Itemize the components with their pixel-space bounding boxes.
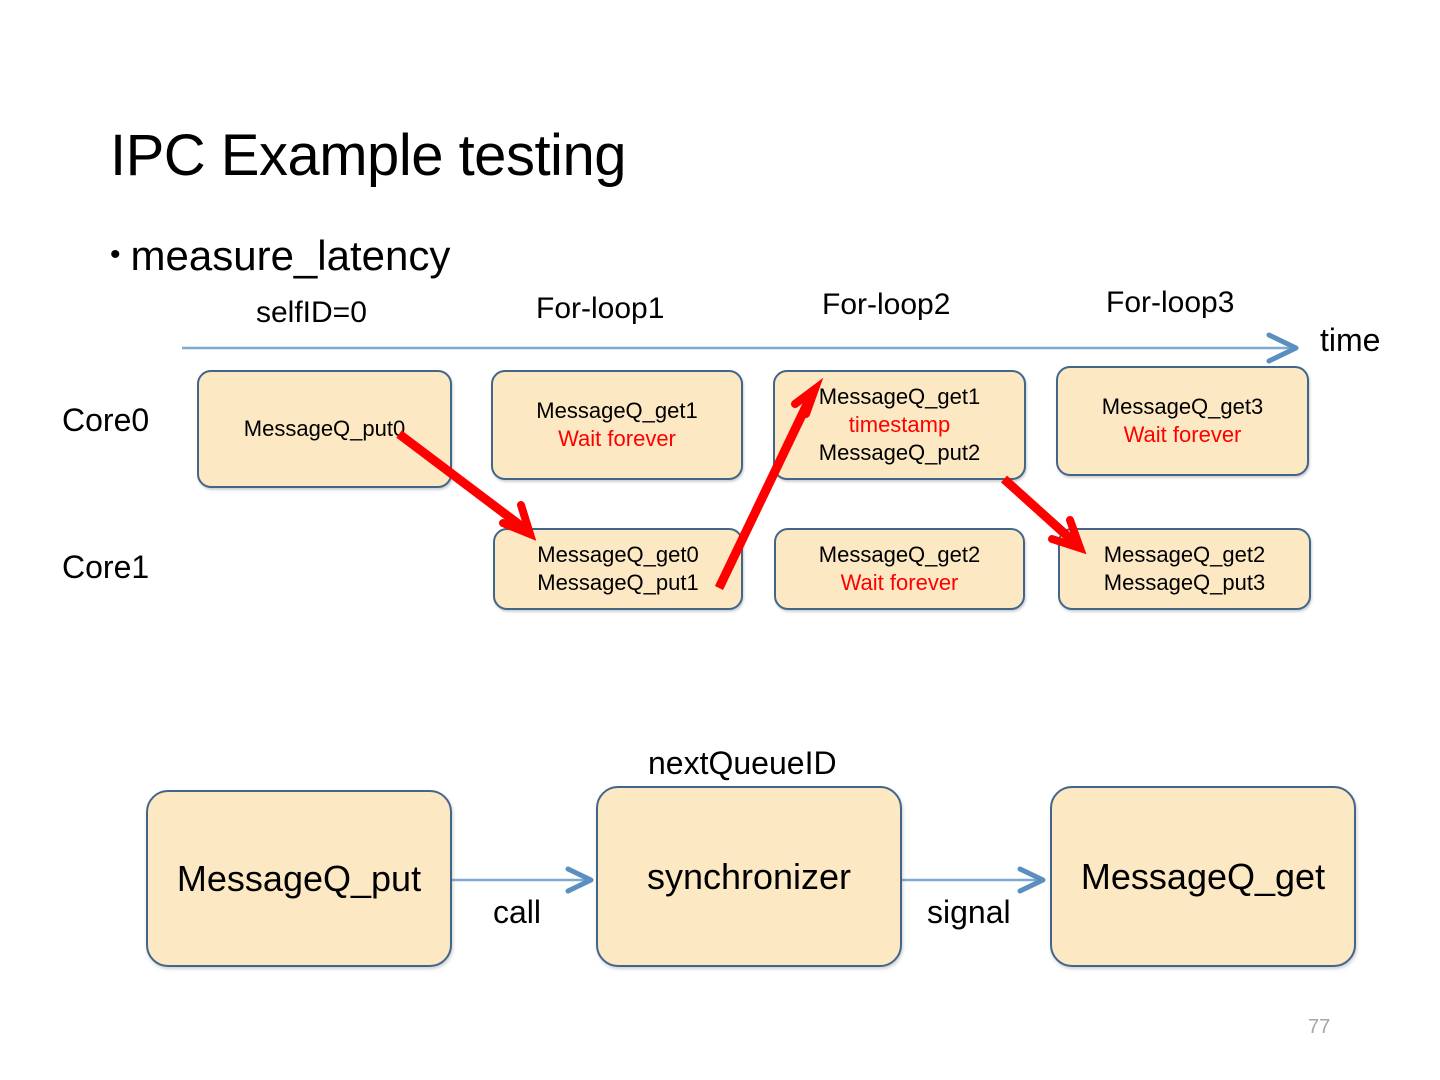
bullet-item: • measure_latency — [110, 232, 450, 280]
phase-label-forloop1: For-loop1 — [536, 292, 665, 325]
row-label-core0: Core0 — [62, 402, 150, 438]
flow-node-messageq-put: MessageQ_put — [146, 790, 452, 967]
timeline-box-line: MessageQ_get0 — [537, 541, 699, 567]
timeline-box-line: MessageQ_get2 — [1103, 541, 1266, 567]
bullet-item-label: measure_latency — [130, 232, 451, 279]
time-axis-label: time — [1320, 322, 1381, 358]
flow-edge-signal — [902, 866, 1046, 894]
page-number: 77 — [1308, 1016, 1331, 1038]
timeline-box-line: MessageQ_put1 — [537, 570, 699, 595]
flow-node-label: MessageQ_get — [1080, 855, 1326, 897]
flow-node-messageq-get: MessageQ_get — [1050, 786, 1356, 967]
timeline-box-line: Wait forever — [840, 570, 959, 595]
phase-label-forloop3: For-loop3 — [1106, 286, 1235, 319]
phase-label-forloop2: For-loop2 — [822, 288, 951, 321]
timeline-box-line: MessageQ_put3 — [1103, 570, 1266, 595]
row-label-core1: Core1 — [62, 549, 150, 585]
flow-caption-nextqueueid: nextQueueID — [648, 745, 837, 781]
flow-node-synchronizer: synchronizer — [596, 786, 902, 967]
time-axis-arrowhead-icon — [1266, 332, 1299, 364]
timeline-box-line: timestamp — [848, 411, 951, 437]
flow-edge-label-signal: signal — [927, 894, 1011, 930]
timeline-box-line: Wait forever — [558, 426, 676, 451]
phase-label-selfid: selfID=0 — [256, 296, 367, 329]
timeline-box-core0-0: MessageQ_put0 — [197, 370, 452, 488]
flow-edge-call — [452, 866, 594, 894]
flow-node-label: synchronizer — [646, 855, 852, 897]
page-title: IPC Example testing — [110, 123, 626, 188]
timeline-box-line: MessageQ_put2 — [818, 440, 981, 466]
timeline-box-line: MessageQ_get1 — [818, 383, 981, 409]
timeline-box-line: MessageQ_get2 — [818, 541, 981, 567]
flow-node-label: MessageQ_put — [176, 857, 422, 899]
timeline-box-line: MessageQ_get1 — [536, 397, 698, 423]
flow-edge-label-call: call — [493, 894, 542, 930]
timeline-box-line: Wait forever — [1123, 422, 1242, 447]
timeline-box-line: MessageQ_put0 — [243, 415, 406, 441]
bullet-dot-icon: • — [110, 238, 121, 271]
timeline-box-line: MessageQ_get3 — [1101, 393, 1264, 419]
